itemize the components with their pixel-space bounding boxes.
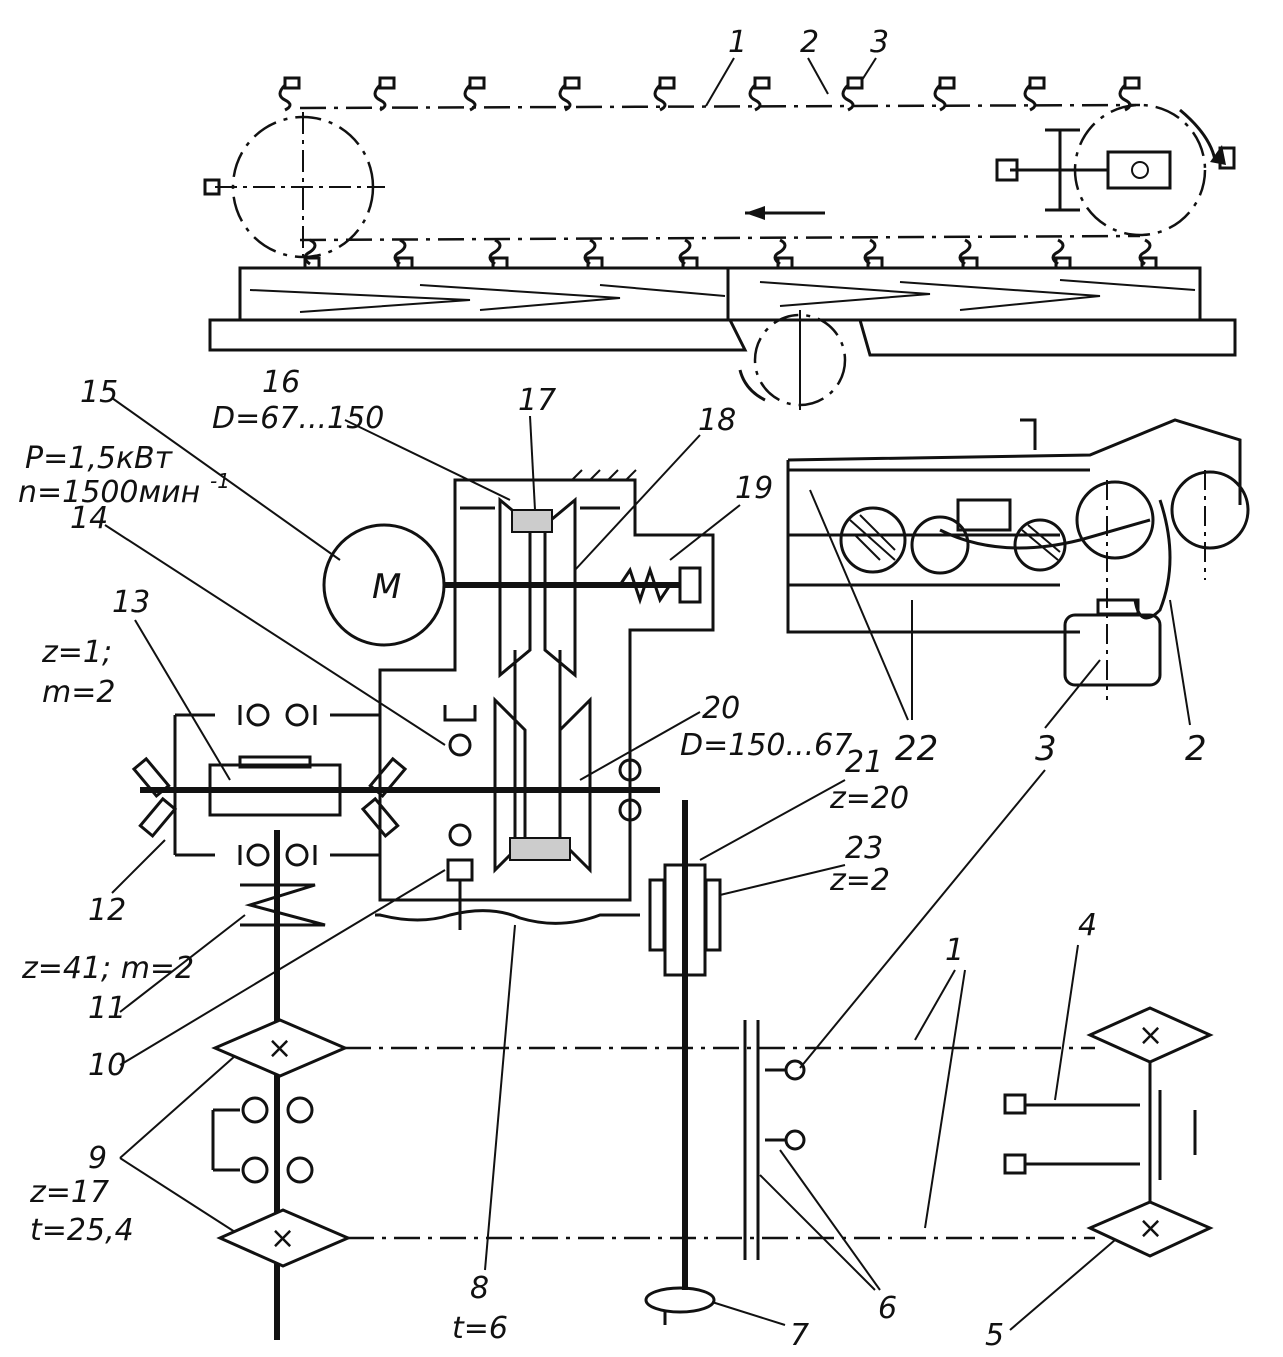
gearbox-housing (378, 478, 715, 902)
label-11: 11 (88, 991, 126, 1026)
label-2-detail: 2 (1185, 729, 1207, 769)
worm13-m: m=2 (42, 675, 115, 710)
label-20: 20 (702, 691, 740, 726)
label-17: 17 (518, 383, 556, 418)
label-13: 13 (112, 585, 150, 620)
motor-speed: n=1500мин (18, 475, 200, 510)
label-19: 19 (735, 471, 773, 506)
label-14: 14 (70, 501, 108, 536)
sprocket-5-lower (1086, 1200, 1214, 1258)
chain8-t: t=6 (452, 1311, 508, 1346)
wheel12-z: z=41; m=2 (21, 951, 194, 986)
label-12: 12 (88, 893, 126, 928)
label-15: 15 (80, 375, 118, 410)
gear21-z: z=20 (829, 781, 909, 816)
motor-power: P=1,5кВт (25, 441, 174, 476)
label-1-top: 1 (728, 25, 747, 60)
sprocket9-z: z=17 (29, 1175, 109, 1210)
pulley16-diam: D=67...150 (212, 401, 384, 436)
label-5: 5 (985, 1318, 1004, 1353)
gear23-z: z=2 (829, 863, 890, 898)
worm13-z: z=1; (41, 635, 112, 670)
label-4: 4 (1078, 908, 1097, 943)
label-18: 18 (698, 403, 736, 438)
label-23: 23 (845, 831, 883, 866)
label-2-top: 2 (800, 25, 819, 60)
svg-text:×: × (270, 1221, 295, 1256)
label-10: 10 (88, 1048, 126, 1083)
svg-text:×: × (267, 1031, 292, 1066)
label-8: 8 (470, 1271, 489, 1306)
label-1-bottom: 1 (945, 933, 964, 968)
sprocket9-t: t=25,4 (30, 1213, 134, 1248)
label-3-detail: 3 (1035, 729, 1057, 769)
label-6: 6 (878, 1291, 897, 1326)
motor-speed-exp: -1 (210, 469, 230, 493)
label-3-top: 3 (870, 25, 889, 60)
clamp-detail-view (786, 418, 1250, 700)
label-22: 22 (895, 729, 938, 769)
pulley20-diam: D=150...67 (680, 728, 852, 763)
label-16: 16 (262, 365, 300, 400)
svg-text:×: × (1138, 1018, 1163, 1053)
label-21: 21 (845, 745, 883, 780)
conveyor-top-view (203, 76, 1237, 410)
motor-symbol: M (372, 567, 401, 607)
label-9: 9 (88, 1141, 107, 1176)
svg-text:×: × (1138, 1211, 1163, 1246)
sprocket-5-upper (1086, 1006, 1214, 1064)
label-7: 7 (790, 1318, 809, 1353)
